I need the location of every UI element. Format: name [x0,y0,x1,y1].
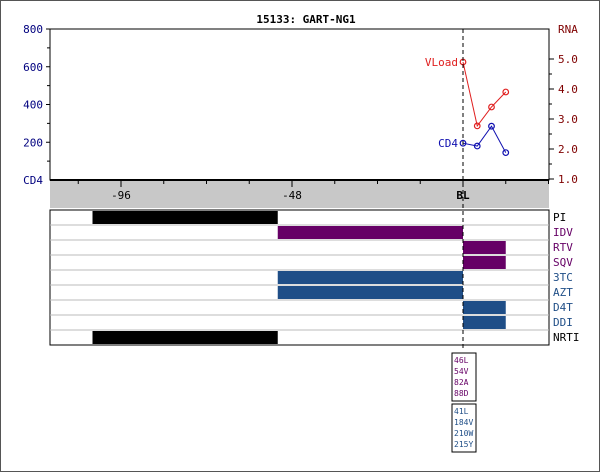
treatment-bar-ddi [463,316,506,329]
y-right-tick-label: 2.0 [558,143,578,156]
mutation-rt: 215Y [454,440,473,449]
mutation-pi: 54V [454,367,469,376]
data-point-cd4 [502,149,510,157]
data-point-vload [488,103,495,111]
y-left-tick-label: 600 [23,61,43,74]
series-line-vload [462,61,507,128]
x-axis-band [50,181,549,208]
data-point-vload [473,122,481,130]
treatment-bar-nrti [92,331,278,344]
treatment-bar-sqv [463,256,506,269]
treatment-label-azt: AZT [553,286,573,299]
y-right-tick-label: 1.0 [558,173,578,186]
series-line-cd4 [462,125,507,153]
data-point-cd4 [473,142,481,150]
treatment-label-d4t: D4T [553,301,573,314]
treatment-label-ddi: DDI [553,316,573,329]
series-label-vload: VLoad [425,56,458,69]
treatment-bar-idv [277,226,463,239]
treatment-label-pi: PI [553,211,566,224]
x-tick-label: -48 [282,189,302,202]
treatment-label-sqv: SQV [553,256,573,269]
data-point-cd4 [488,122,495,130]
mutation-box-rt [451,403,477,453]
treatment-bar-azt [277,286,463,299]
x-tick-label-bl: BL [456,189,470,202]
y-right-axis-label: RNA [558,23,578,36]
mutation-pi: 82A [454,378,469,387]
data-point-vload [502,88,510,96]
treatment-bar-rtv [463,241,506,254]
mutation-rt: 41L [454,407,469,416]
treatment-label-rtv: RTV [553,241,573,254]
plot-area [49,28,550,181]
x-tick-label: -96 [111,189,131,202]
mutation-box-pi [451,352,477,402]
treatment-label-idv: IDV [553,226,573,239]
mutation-pi: 46L [454,356,469,365]
series-label-cd4: CD4 [438,137,458,150]
mutation-rt: 210W [454,429,473,438]
chart-title: 15133: GART-NG1 [256,13,356,26]
y-left-tick-label: 200 [23,136,43,149]
y-right-tick-label: 3.0 [558,113,578,126]
y-right-tick-label: 5.0 [558,53,578,66]
mutation-pi: 88D [454,389,469,398]
treatment-label-3tc: 3TC [553,271,573,284]
treatment-bar-d4t [463,301,506,314]
data-point-cd4 [459,139,467,147]
treatment-bar-pi [92,211,278,224]
y-right-tick-label: 4.0 [558,83,578,96]
y-left-tick-label: 400 [23,99,43,112]
treatment-label-nrti: NRTI [553,331,580,344]
y-left-axis-label: CD4 [23,174,43,187]
mutation-rt: 184V [454,418,473,427]
y-left-tick-label: 800 [23,23,43,36]
treatment-bar-3tc [277,271,463,284]
